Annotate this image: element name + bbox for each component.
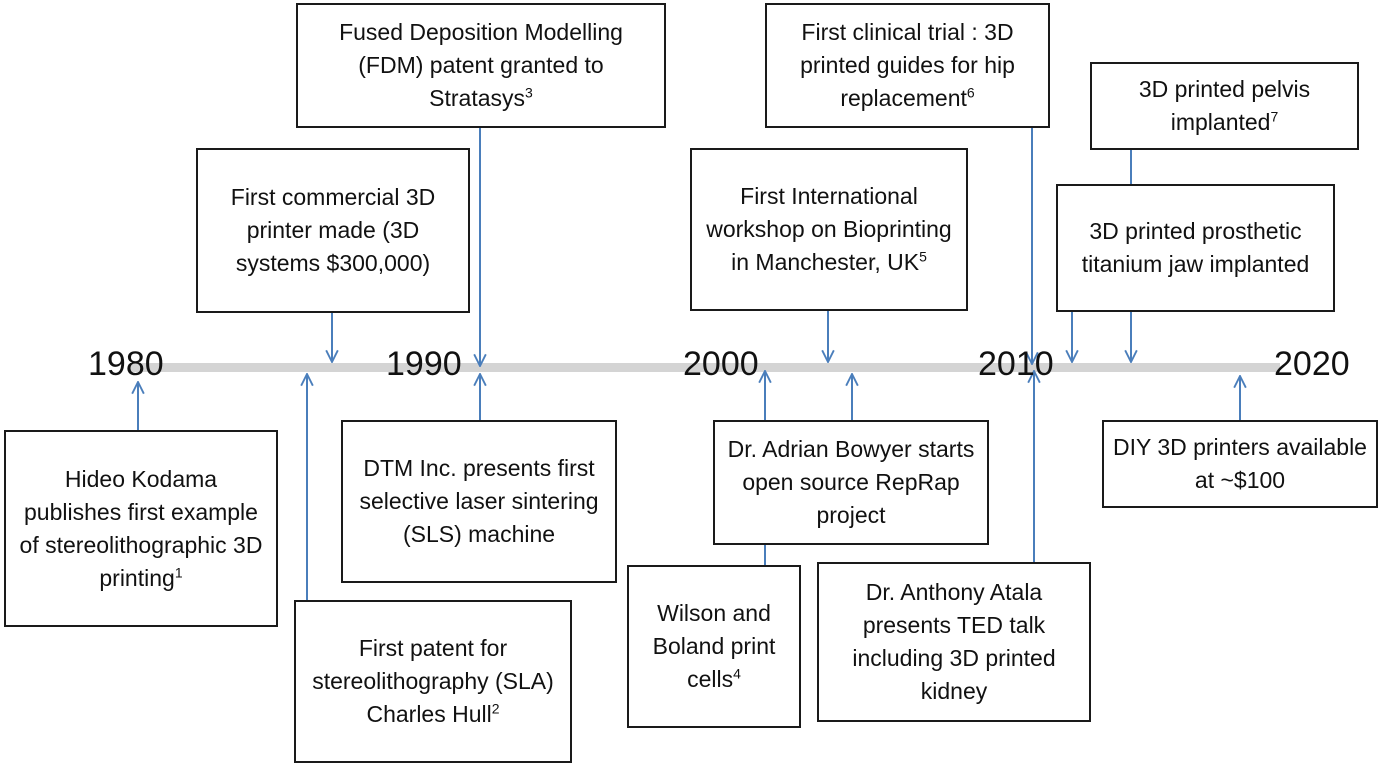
- timeline-axis: [130, 363, 1280, 372]
- event-box-fdm: Fused Deposition Modelling (FDM) patent …: [296, 3, 666, 128]
- year-label-2000: 2000: [683, 345, 759, 383]
- event-text: Dr. Anthony Atala presents TED talk incl…: [852, 579, 1056, 704]
- event-text: Dr. Adrian Bowyer starts open source Rep…: [727, 436, 975, 528]
- event-box-bowyer: Dr. Adrian Bowyer starts open source Rep…: [713, 420, 989, 545]
- event-text: Fused Deposition Modelling (FDM) patent …: [339, 19, 623, 111]
- event-box-first-commercial: First commercial 3D printer made (3D sys…: [196, 148, 470, 313]
- year-label-1980: 1980: [88, 345, 164, 383]
- event-text: Hideo Kodama publishes first example of …: [19, 465, 263, 591]
- event-text: First International workshop on Bioprint…: [706, 183, 952, 275]
- event-box-atala: Dr. Anthony Atala presents TED talk incl…: [817, 562, 1091, 722]
- event-box-pelvis: 3D printed pelvis implanted7: [1090, 62, 1359, 150]
- reference-number: 1: [174, 563, 183, 580]
- reference-number: 6: [966, 84, 975, 101]
- event-box-hull: First patent for stereolithography (SLA)…: [294, 600, 572, 763]
- reference-number: 3: [525, 84, 533, 101]
- year-label-2010: 2010: [978, 345, 1054, 383]
- year-label-2020: 2020: [1274, 345, 1350, 383]
- event-box-kodama: Hideo Kodama publishes first example of …: [4, 430, 278, 627]
- event-text: DTM Inc. presents first selective laser …: [359, 455, 599, 547]
- event-box-bioprinting: First International workshop on Bioprint…: [690, 148, 968, 311]
- event-text: First commercial 3D printer made (3D sys…: [230, 184, 436, 276]
- event-text: First clinical trial : 3D printed guides…: [800, 19, 1015, 111]
- event-text: DIY 3D printers available at ~$100: [1113, 434, 1367, 493]
- event-text: First patent for stereolithography (SLA)…: [312, 635, 554, 727]
- reference-number: 4: [733, 665, 741, 682]
- year-label-1990: 1990: [386, 345, 462, 383]
- event-text: 3D printed prosthetic titanium jaw impla…: [1081, 218, 1310, 277]
- event-box-clinical: First clinical trial : 3D printed guides…: [765, 3, 1050, 128]
- reference-number: 5: [919, 248, 927, 265]
- event-text: 3D printed pelvis implanted: [1138, 76, 1311, 135]
- event-box-jaw: 3D printed prosthetic titanium jaw impla…: [1056, 184, 1335, 312]
- reference-number: 2: [491, 700, 500, 717]
- event-box-wilson: Wilson and Boland print cells4: [627, 565, 801, 728]
- event-text: Wilson and Boland print cells: [652, 600, 776, 692]
- event-box-dtm: DTM Inc. presents first selective laser …: [341, 420, 617, 583]
- event-box-diy: DIY 3D printers available at ~$100: [1102, 420, 1378, 508]
- reference-number: 7: [1270, 108, 1279, 125]
